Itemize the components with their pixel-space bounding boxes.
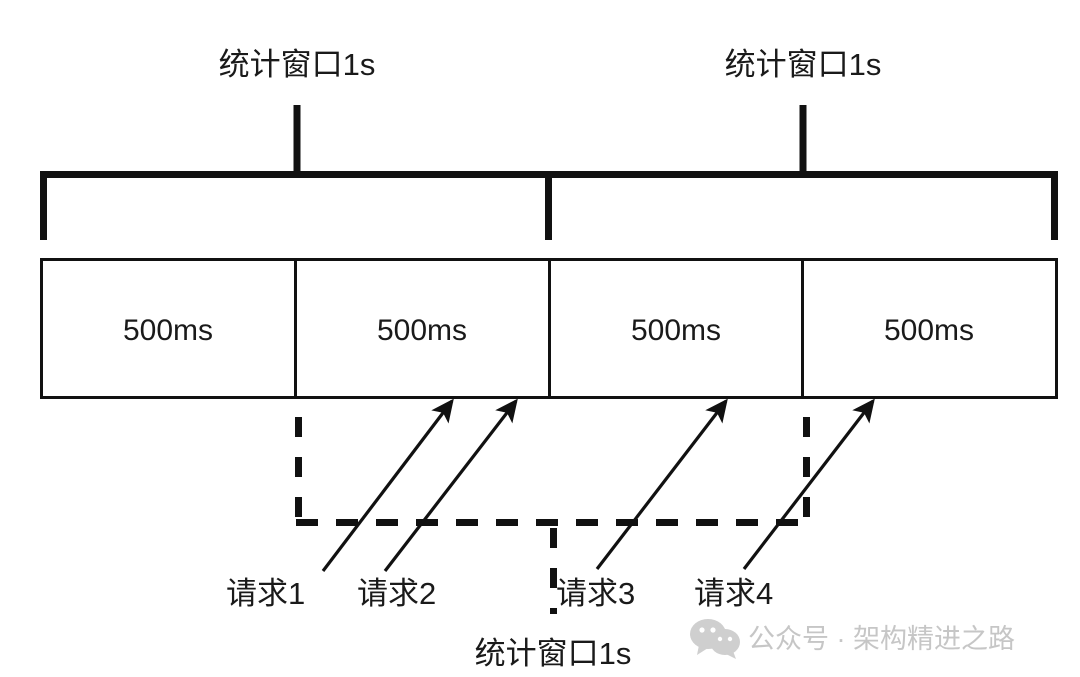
request-arrow-3 xyxy=(595,398,728,570)
slot-label-2: 500ms xyxy=(377,314,467,347)
window-bracket-left xyxy=(40,171,552,240)
slot-box-2 xyxy=(294,258,551,399)
request-arrow-1 xyxy=(321,398,454,572)
request-label-2: 请求2 xyxy=(357,576,436,611)
request-arrow-4 xyxy=(742,398,875,570)
request-labels: 请求1 请求2 请求3 请求4 xyxy=(226,576,773,611)
request-label-1: 请求1 xyxy=(226,576,305,611)
window-label-right-text: 统计窗口1s xyxy=(725,47,882,82)
window-label-bottom-text: 统计窗口1s xyxy=(475,636,632,671)
request-arrow-2 xyxy=(383,398,518,572)
slot-box-3 xyxy=(548,258,804,399)
request-label-4: 请求4 xyxy=(694,576,773,611)
slot-label-4: 500ms xyxy=(884,314,974,347)
watermark-label: 公众号 · 架构精进之路 xyxy=(748,624,1015,654)
watermark: 公众号 · 架构精进之路 xyxy=(690,619,1015,659)
slot-box-4 xyxy=(801,258,1058,399)
wechat-icon xyxy=(690,619,740,659)
slot-box-1 xyxy=(40,258,297,399)
slot-label-1: 500ms xyxy=(123,314,213,347)
window-bracket-right xyxy=(545,171,1058,240)
timeline-row: 500ms 500ms 500ms 500ms xyxy=(40,258,1058,399)
slot-label-3: 500ms xyxy=(631,314,721,347)
request-label-3: 请求3 xyxy=(556,576,635,611)
request-arrows xyxy=(321,398,875,572)
window-label-left-text: 统计窗口1s xyxy=(219,47,376,82)
